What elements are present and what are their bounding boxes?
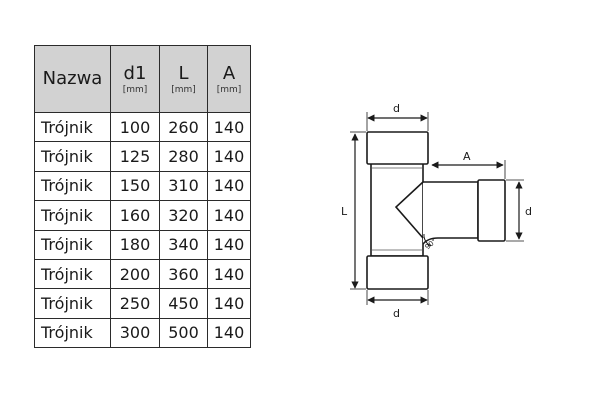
cell-a: 140 bbox=[207, 317, 251, 349]
cell-d1: 180 bbox=[110, 229, 160, 260]
header-unit: [mm] bbox=[171, 84, 196, 95]
header-label: d1 bbox=[123, 62, 147, 84]
cell-l: 260 bbox=[159, 111, 208, 143]
cell-nazwa: Trójnik bbox=[34, 317, 111, 349]
dimension-L bbox=[350, 131, 366, 290]
table-header-row: Nazwa d1 [mm] L [mm] A [mm] bbox=[34, 45, 251, 113]
cell-d1: 200 bbox=[110, 258, 160, 290]
table-row: Trójnik 150 310 140 bbox=[34, 170, 251, 202]
cell-l: 320 bbox=[159, 200, 208, 231]
cell-l: 450 bbox=[159, 288, 208, 319]
header-a: A [mm] bbox=[207, 45, 251, 113]
header-label: A bbox=[222, 62, 236, 84]
cell-nazwa: Trójnik bbox=[34, 288, 111, 319]
header-nazwa: Nazwa bbox=[34, 45, 111, 113]
cell-nazwa: Trójnik bbox=[34, 141, 111, 172]
cell-a: 140 bbox=[207, 258, 251, 290]
cell-d1: 150 bbox=[110, 170, 160, 202]
cell-a: 140 bbox=[207, 141, 251, 172]
table-row: Trójnik 200 360 140 bbox=[34, 258, 251, 290]
table-row: Trójnik 180 340 140 bbox=[34, 229, 251, 260]
cell-d1: 250 bbox=[110, 288, 160, 319]
cell-l: 360 bbox=[159, 258, 208, 290]
cell-l: 280 bbox=[159, 141, 208, 172]
inlet-cone bbox=[394, 181, 424, 239]
table-row: Trójnik 300 500 140 bbox=[34, 317, 251, 349]
top-socket bbox=[366, 131, 429, 165]
spec-table: Nazwa d1 [mm] L [mm] A [mm] Trójnik 100 … bbox=[34, 45, 251, 349]
cell-nazwa: Trójnik bbox=[34, 111, 111, 143]
cell-a: 140 bbox=[207, 288, 251, 319]
cell-a: 140 bbox=[207, 170, 251, 202]
table-row: Trójnik 160 320 140 bbox=[34, 200, 251, 231]
header-label: L bbox=[178, 62, 189, 84]
cell-d1: 300 bbox=[110, 317, 160, 349]
table-row: Trójnik 125 280 140 bbox=[34, 141, 251, 172]
label-A: A bbox=[463, 150, 471, 163]
table-row: Trójnik 100 260 140 bbox=[34, 111, 251, 143]
label-L: L bbox=[341, 205, 348, 218]
cell-a: 140 bbox=[207, 200, 251, 231]
dimension-d-top bbox=[366, 112, 429, 131]
cell-l: 500 bbox=[159, 317, 208, 349]
dimension-d-right bbox=[506, 179, 524, 242]
cell-a: 140 bbox=[207, 229, 251, 260]
dimension-A bbox=[431, 160, 506, 179]
header-unit: [mm] bbox=[216, 84, 242, 95]
dimension-d-bottom bbox=[366, 290, 429, 305]
branch-socket bbox=[477, 179, 506, 242]
table-row: Trójnik 250 450 140 bbox=[34, 288, 251, 319]
label-d-top: d bbox=[393, 102, 400, 115]
cell-nazwa: Trójnik bbox=[34, 170, 111, 202]
branch-pipe bbox=[422, 181, 479, 245]
tee-body bbox=[366, 131, 506, 290]
cell-nazwa: Trójnik bbox=[34, 229, 111, 260]
cell-nazwa: Trójnik bbox=[34, 258, 111, 290]
header-unit: [mm] bbox=[122, 84, 148, 95]
label-d-right: d bbox=[525, 205, 532, 218]
label-d-bottom: d bbox=[393, 307, 400, 320]
bottom-socket bbox=[366, 255, 429, 290]
header-label: Nazwa bbox=[42, 68, 103, 89]
cell-a: 140 bbox=[207, 111, 251, 143]
cell-d1: 100 bbox=[110, 111, 160, 143]
